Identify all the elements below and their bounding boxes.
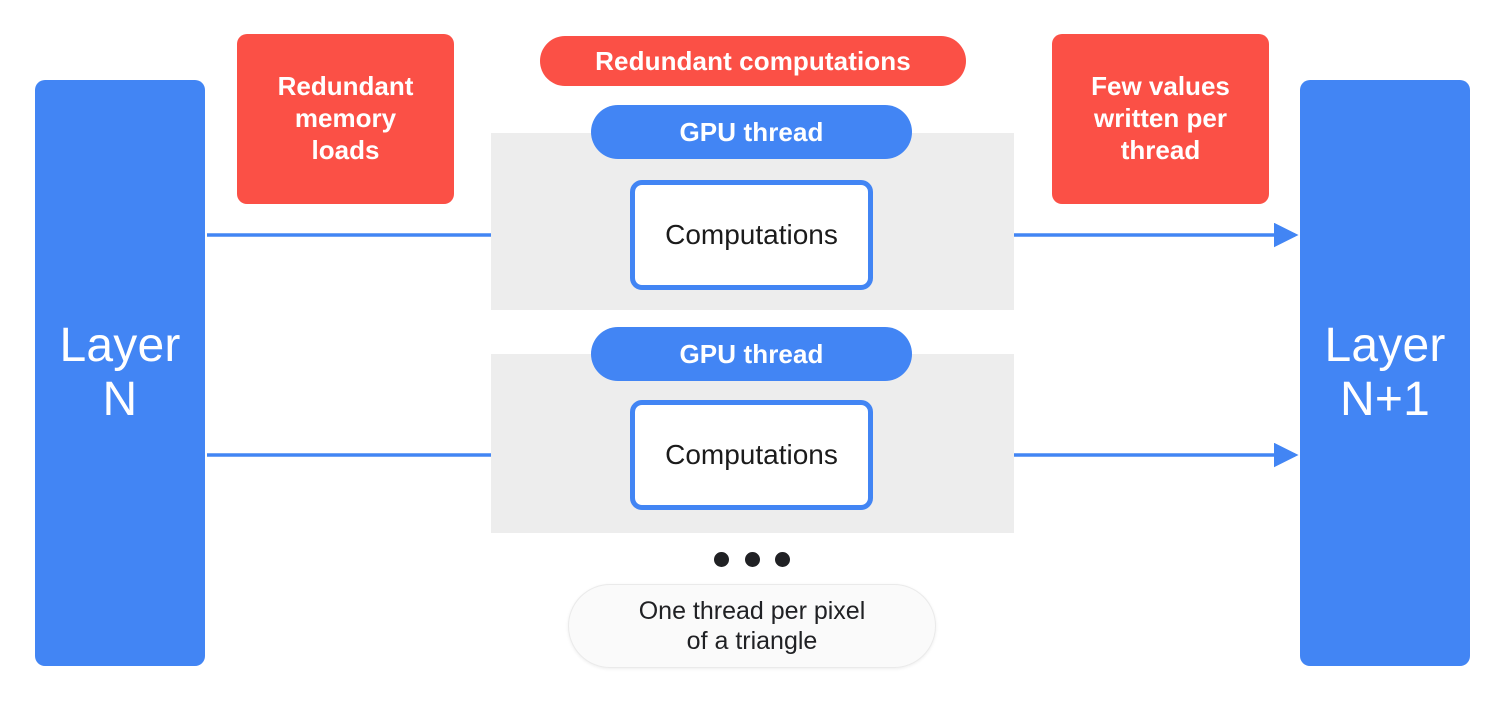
callout-redundant-computations: Redundant computations [540, 36, 966, 86]
ellipsis-dot [775, 551, 790, 567]
ellipsis-dot [714, 551, 729, 567]
ellipsis-dot [744, 551, 760, 567]
computations-box-2: Computations [630, 400, 873, 510]
layer-n-plus-1-block: Layer N+1 [1300, 80, 1470, 666]
gpu-thread-pill-2: GPU thread [591, 327, 912, 381]
layer-n-block: Layer N [35, 80, 205, 666]
callout-few-values-written-per-thread: Few values written per thread [1052, 34, 1269, 204]
gpu-thread-pill-1: GPU thread [591, 105, 912, 159]
ellipsis-dots-icon [714, 549, 790, 569]
callout-redundant-memory-loads: Redundant memory loads [237, 34, 454, 204]
thread-note-pill: One thread per pixel of a triangle [568, 584, 936, 668]
computations-box-1: Computations [630, 180, 873, 290]
